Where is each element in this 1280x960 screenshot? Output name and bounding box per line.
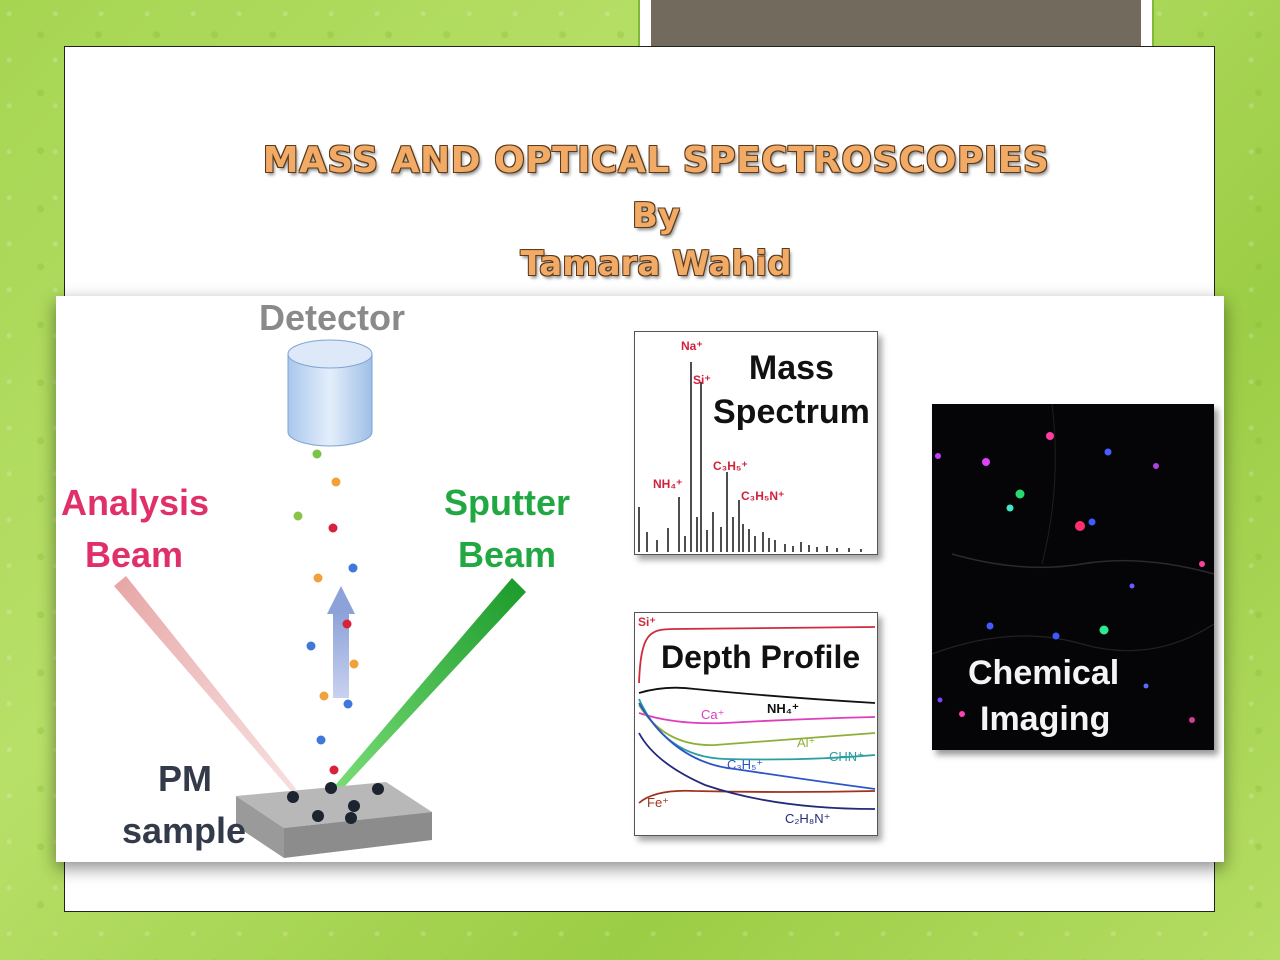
peak-c3h5: C₃H₅⁺ (713, 459, 748, 473)
series-c2h8n: C₂H₈N⁺ (785, 811, 830, 826)
sputter-beam-line2: Beam (458, 534, 557, 575)
series-chn: CHN⁺ (829, 749, 864, 764)
series-al: Al⁺ (797, 735, 815, 750)
sample-label: PM sample (122, 753, 246, 857)
tof-sims-figure: Detector Analysis Beam Sputter Beam PM s… (56, 296, 1224, 862)
analysis-beam-line2: Beam (85, 534, 184, 575)
detector-icon (287, 339, 373, 447)
mass-spectrum-title-line2: Spectrum (713, 393, 870, 431)
sputter-beam-line1: Sputter (444, 482, 570, 523)
ion-flow-arrow-icon (327, 586, 355, 698)
series-nh4: NH₄⁺ (767, 701, 799, 716)
slide-subtitle-by: By (631, 196, 681, 236)
pm-sample-icon (236, 782, 432, 858)
chemical-imaging-label: Chemical Imaging (968, 650, 1119, 742)
chemical-imaging-line1: Chemical (968, 654, 1120, 692)
sample-line1: PM (158, 758, 212, 799)
analysis-beam-label: Analysis Beam (61, 477, 209, 581)
mass-spectrum-plot: Na⁺ Si⁺ NH₄⁺ C₃H₅⁺ C₃H₅N⁺ (638, 339, 862, 552)
sputter-beam-label: Sputter Beam (444, 477, 570, 581)
peak-na: Na⁺ (681, 339, 703, 353)
peak-c3h5n: C₃H₅N⁺ (741, 489, 784, 503)
mass-spectrum-panel: Na⁺ Si⁺ NH₄⁺ C₃H₅⁺ C₃H₅N⁺ Mass Spectrum (634, 331, 878, 555)
chemical-imaging-map (932, 404, 1214, 723)
slide-title: MASS AND OPTICAL SPECTROSCOPIES (262, 140, 1050, 181)
sample-line2: sample (122, 810, 247, 851)
analysis-beam-icon (114, 576, 296, 792)
sputter-beam-icon (326, 578, 526, 800)
analysis-beam-line1: Analysis (61, 482, 210, 523)
mass-spectrum-title-line1: Mass (748, 349, 834, 387)
secondary-ions-icon (293, 449, 359, 775)
depth-profile-title: Depth Profile (661, 639, 861, 675)
instrument-schematic (114, 339, 526, 858)
slide-author: Tamara Wahid (520, 244, 792, 284)
mass-spectrum-title: Mass Spectrum (713, 346, 870, 434)
series-si: Si⁺ (638, 615, 656, 629)
depth-profile-panel: Si⁺ Ca⁺ NH₄⁺ Al⁺ CHN⁺ C₃H₅⁺ Fe⁺ C₂H₈N⁺ D… (634, 612, 878, 836)
depth-profile-plot: Si⁺ Ca⁺ NH₄⁺ Al⁺ CHN⁺ C₃H₅⁺ Fe⁺ C₂H₈N⁺ (638, 615, 876, 826)
series-c3h5: C₃H₅⁺ (727, 757, 763, 772)
peak-si: Si⁺ (693, 373, 711, 387)
series-ca: Ca⁺ (701, 707, 724, 722)
detector-label: Detector (259, 297, 406, 338)
chemical-imaging-line2: Imaging (980, 700, 1111, 738)
chemical-imaging-panel: Chemical Imaging (932, 404, 1214, 750)
series-fe: Fe⁺ (647, 795, 669, 810)
peak-nh4: NH₄⁺ (653, 477, 682, 491)
